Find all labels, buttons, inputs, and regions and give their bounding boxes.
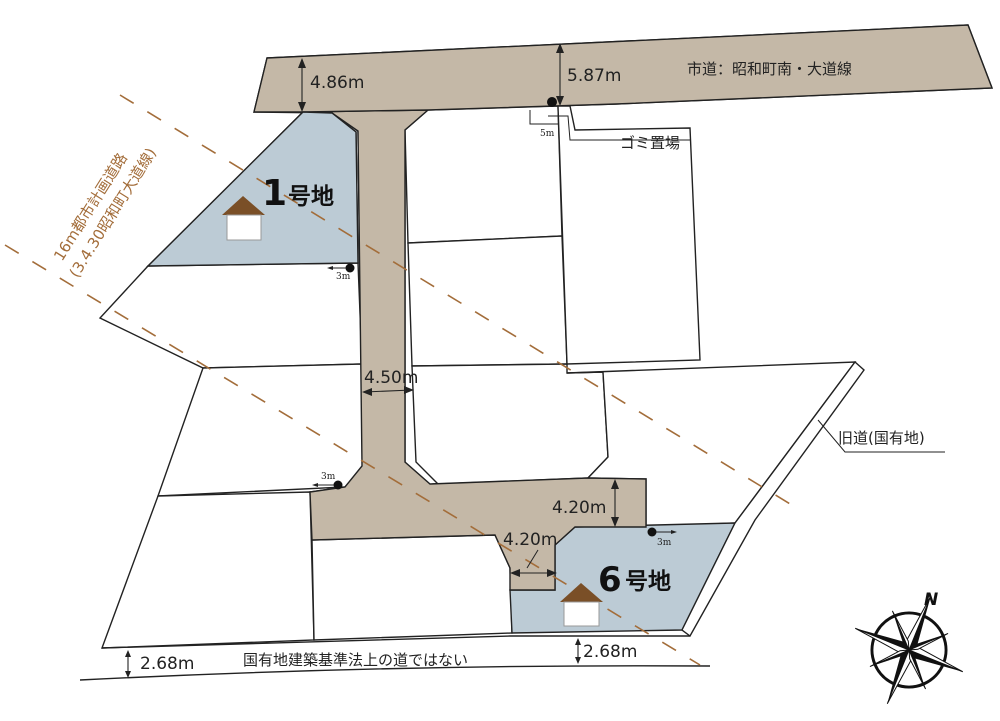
dimension-branch-horizontal — [510, 549, 557, 577]
garbage-marker-icon — [547, 97, 557, 107]
private-road-width: 4.50m — [364, 368, 418, 388]
dimension-branch-vertical — [611, 479, 619, 527]
lot-1-fill — [146, 111, 359, 267]
south-width-right: 2.68m — [583, 642, 637, 662]
house-icon-lot6 — [560, 583, 603, 627]
lots — [98, 105, 857, 649]
setback-label-lot1: 3m — [336, 272, 351, 282]
compass-rose-icon — [854, 595, 964, 705]
house-icon-lot1 — [222, 196, 265, 241]
lot-7 — [404, 105, 563, 244]
lot-4 — [100, 491, 315, 649]
south-road-label: 国有地建築基準法上の道ではない — [243, 651, 468, 669]
garbage-size: 5m — [540, 129, 555, 139]
dimension-south-left — [125, 650, 131, 678]
dimension-south-right — [575, 638, 581, 664]
setback-marker-lot1 — [327, 263, 355, 273]
compass-north-label: N — [924, 590, 938, 610]
lot-2 — [98, 262, 363, 369]
planned-road-label: 16m都市計画道路 (3.4.30昭和町大道線) — [50, 145, 160, 281]
south-road-top — [101, 635, 690, 649]
garbage-area — [529, 110, 558, 125]
north-road-band — [253, 24, 993, 113]
setback-marker-lot6 — [647, 527, 677, 537]
lot-6-number: 6 — [598, 560, 622, 600]
branch-width-horizontal: 4.20m — [503, 530, 557, 550]
south-road-bottom — [79, 665, 711, 681]
setback-label-left: 3m — [321, 472, 336, 482]
dimension-north-left — [298, 58, 306, 112]
lot-5 — [311, 534, 513, 641]
garbage-label: ゴミ置場 — [620, 134, 680, 152]
lot-1-suffix: 号地 — [288, 184, 334, 210]
old-road-label: 旧道(国有地) — [838, 429, 925, 447]
north-road-label: 市道：昭和町南・大道線 — [687, 60, 852, 78]
dimension-private-road — [362, 386, 414, 396]
branch-width-vertical: 4.20m — [552, 498, 606, 518]
lot-6-suffix: 号地 — [625, 569, 671, 595]
north-width-left: 4.86m — [310, 73, 364, 93]
planned-road-line-upper — [119, 94, 801, 511]
lot-1-number: 1 — [262, 173, 287, 214]
setback-marker-left — [312, 480, 343, 490]
dimension-north-right — [556, 43, 564, 106]
garbage-leader — [548, 115, 690, 141]
setback-label-lot6: 3m — [657, 538, 672, 548]
old-road-leader — [817, 419, 945, 453]
private-road — [302, 109, 647, 591]
north-width-right: 5.87m — [567, 66, 621, 86]
south-width-left: 2.68m — [140, 654, 194, 674]
lot-8 — [407, 235, 568, 367]
lot-9 — [411, 363, 609, 485]
